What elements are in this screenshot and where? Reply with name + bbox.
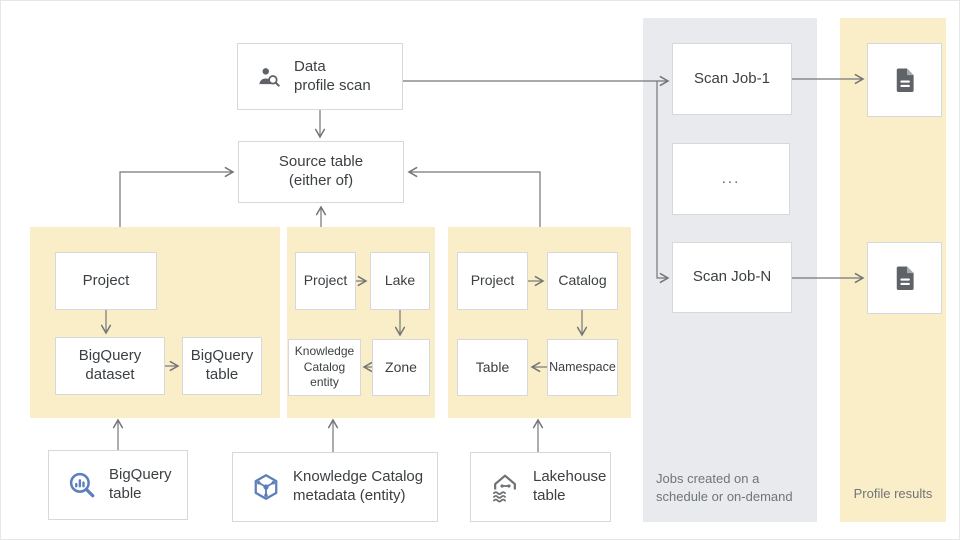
bigquery-dataset-label: BigQuery dataset bbox=[78, 347, 142, 383]
data-profile-scan-node: Data profile scan bbox=[237, 43, 403, 110]
knowledge-catalog-source-node: Knowledge Catalog metadata (entity) bbox=[232, 452, 438, 522]
scan-job-n-label: Scan Job-N bbox=[692, 268, 772, 286]
kc-zone-label: Zone bbox=[385, 358, 417, 375]
kc-zone-node: Zone bbox=[372, 339, 430, 396]
kc-project-label: Project bbox=[303, 272, 348, 289]
lakehouse-table-source-label: Lakehouse table bbox=[533, 468, 607, 504]
kc-project-node: Project bbox=[295, 252, 356, 310]
scan-job-n-node: Scan Job-N bbox=[672, 242, 792, 313]
knowledge-catalog-icon bbox=[251, 472, 281, 502]
source-table-node: Source table (either of) bbox=[238, 141, 404, 203]
bigquery-dataset-node: BigQuery dataset bbox=[55, 337, 165, 395]
lakehouse-table-source-node: Lakehouse table bbox=[470, 452, 611, 522]
profile-result-1-node bbox=[867, 43, 942, 117]
scan-job-ellipsis-label: ... bbox=[721, 169, 741, 187]
lakehouse-table-label: Table bbox=[475, 358, 510, 375]
scan-jobs-caption: Jobs created on a schedule or on-demand bbox=[656, 471, 793, 504]
kc-entity-node: Knowledge Catalog entity bbox=[288, 339, 361, 396]
bigquery-table-label: BigQuery table bbox=[190, 347, 254, 383]
lakehouse-catalog-node: Catalog bbox=[547, 252, 618, 310]
profile-results-caption: Profile results bbox=[853, 486, 933, 501]
bigquery-table-source-node: BigQuery table bbox=[48, 450, 188, 520]
lakehouse-table-node: Table bbox=[457, 339, 528, 396]
lakehouse-project-node: Project bbox=[457, 252, 528, 310]
bigquery-table-source-label: BigQuery table bbox=[109, 466, 172, 502]
knowledge-catalog-source-label: Knowledge Catalog metadata (entity) bbox=[293, 468, 424, 504]
lakehouse-namespace-label: Namespace bbox=[549, 359, 616, 374]
scan-job-1-label: Scan Job-1 bbox=[694, 69, 770, 87]
document-icon bbox=[890, 263, 920, 293]
kc-lake-node: Lake bbox=[370, 252, 430, 310]
scan-job-1-node: Scan Job-1 bbox=[672, 43, 792, 115]
bigquery-project-label: Project bbox=[82, 271, 130, 289]
bigquery-icon bbox=[67, 470, 97, 500]
profile-result-n-node bbox=[867, 242, 942, 314]
data-profile-scan-label: Data profile scan bbox=[294, 57, 371, 94]
source-table-label: Source table (either of) bbox=[278, 153, 364, 189]
kc-entity-label: Knowledge Catalog entity bbox=[294, 344, 355, 390]
lakehouse-project-label: Project bbox=[470, 272, 515, 289]
document-icon bbox=[890, 65, 920, 95]
scan-job-ellipsis-node: ... bbox=[672, 143, 790, 215]
bigquery-project-node: Project bbox=[55, 252, 157, 310]
lakehouse-catalog-label: Catalog bbox=[558, 272, 607, 289]
person-search-icon bbox=[256, 64, 282, 90]
kc-lake-label: Lake bbox=[384, 272, 416, 289]
lakehouse-namespace-node: Namespace bbox=[547, 339, 618, 396]
bigquery-table-node: BigQuery table bbox=[182, 337, 262, 395]
lakehouse-icon bbox=[489, 471, 521, 503]
